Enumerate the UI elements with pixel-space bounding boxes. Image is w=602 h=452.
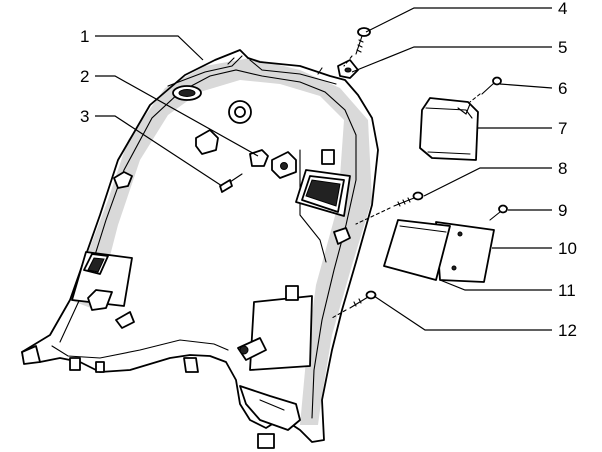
callout-11: 11 bbox=[558, 281, 576, 300]
left-recess bbox=[71, 251, 135, 329]
part-11-plate bbox=[383, 219, 451, 281]
callout-9: 9 bbox=[558, 201, 567, 220]
leader-11 bbox=[439, 279, 552, 291]
leader-6 bbox=[499, 83, 553, 89]
callout-12: 12 bbox=[558, 321, 577, 340]
storage-hole bbox=[295, 149, 351, 245]
bottom-recess bbox=[237, 285, 313, 449]
callout-5: 5 bbox=[558, 38, 567, 57]
callout-8: 8 bbox=[558, 159, 567, 178]
callout-4: 4 bbox=[558, 0, 567, 18]
leader-12 bbox=[373, 295, 552, 331]
callout-7: 7 bbox=[558, 119, 567, 138]
part-10-plate bbox=[435, 221, 495, 283]
part-7-cover-cap bbox=[419, 97, 479, 161]
callout-10: 10 bbox=[558, 239, 577, 258]
callout-1: 1 bbox=[80, 27, 89, 46]
leader-lines bbox=[95, 7, 553, 331]
part-9-screw bbox=[489, 204, 508, 221]
leader-5 bbox=[351, 46, 552, 73]
callout-6: 6 bbox=[558, 79, 567, 98]
part-12-screw bbox=[349, 290, 377, 309]
part-2-bracket bbox=[195, 129, 297, 179]
callout-2: 2 bbox=[80, 67, 89, 86]
part-6-screw bbox=[481, 76, 502, 95]
callout-3: 3 bbox=[80, 107, 89, 126]
leader-3 bbox=[95, 115, 223, 187]
part-5-clip bbox=[337, 59, 359, 79]
inner-panel-shell bbox=[21, 49, 379, 443]
part-4-screw bbox=[355, 27, 371, 55]
leader-4 bbox=[365, 7, 552, 33]
part-8-screw bbox=[393, 191, 424, 207]
leader-8 bbox=[423, 167, 552, 197]
leader-1 bbox=[95, 35, 204, 61]
part-3-screw bbox=[219, 173, 243, 193]
callout-labels: 1 2 3 4 5 6 7 8 9 10 11 12 bbox=[80, 0, 577, 340]
leader-2 bbox=[95, 75, 259, 157]
